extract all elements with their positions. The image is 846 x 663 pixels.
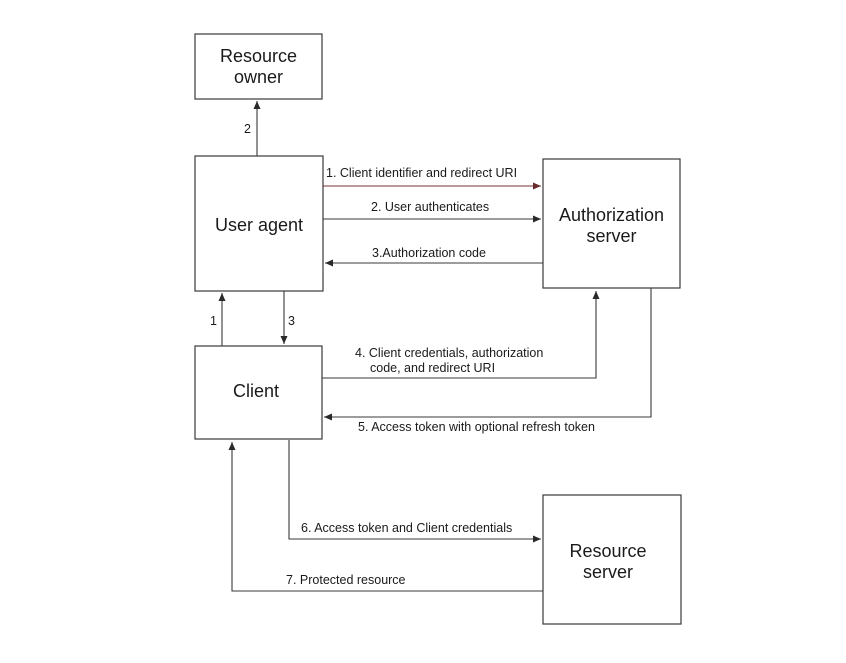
edge-step4-label-line2: code, and redirect URI	[370, 361, 495, 375]
edge-step2-label: 2. User authenticates	[371, 200, 489, 214]
resource-owner-label-line1: Resource	[220, 46, 297, 66]
edge-step5: 5. Access token with optional refresh to…	[324, 288, 652, 434]
edge-client-to-ua: 1	[210, 293, 226, 346]
resource-server-label-line1: Resource	[569, 541, 646, 561]
edge-step6: 6. Access token and Client credentials	[288, 440, 541, 543]
authorization-server-label-line1: Authorization	[559, 205, 664, 225]
edge-step3-label: 3.Authorization code	[372, 246, 486, 260]
edge-client-to-ua-label: 1	[210, 314, 217, 328]
edge-step7: 7. Protected resource	[228, 442, 543, 592]
edge-ua-to-resource-owner-label: 2	[244, 122, 251, 136]
authorization-server-label-line2: server	[586, 226, 636, 246]
edge-step3: 3.Authorization code	[325, 246, 543, 267]
client-node: Client	[194, 345, 323, 440]
edge-step4-label-line1: 4. Client credentials, authorization	[355, 346, 543, 360]
edge-step7-label: 7. Protected resource	[286, 573, 406, 587]
edge-ua-to-resource-owner: 2	[244, 101, 261, 156]
edge-ua-to-client: 3	[280, 291, 295, 344]
edge-step6-label: 6. Access token and Client credentials	[301, 521, 512, 535]
edge-step1-label: 1. Client identifier and redirect URI	[326, 166, 517, 180]
authorization-server-node: Authorization server	[542, 158, 681, 289]
resource-owner-label-line2: owner	[234, 67, 283, 87]
edge-step5-label: 5. Access token with optional refresh to…	[358, 420, 595, 434]
user-agent-node: User agent	[194, 155, 324, 292]
edge-step4: 4. Client credentials, authorization cod…	[322, 291, 600, 379]
user-agent-label: User agent	[215, 215, 303, 235]
edge-step1: 1. Client identifier and redirect URI	[323, 166, 541, 190]
resource-server-node: Resource server	[542, 494, 682, 625]
client-label: Client	[233, 381, 279, 401]
resource-server-label-line2: server	[583, 562, 633, 582]
edge-step2: 2. User authenticates	[323, 200, 541, 223]
resource-owner-node: Resource owner	[194, 33, 323, 100]
edge-ua-to-client-label: 3	[288, 314, 295, 328]
